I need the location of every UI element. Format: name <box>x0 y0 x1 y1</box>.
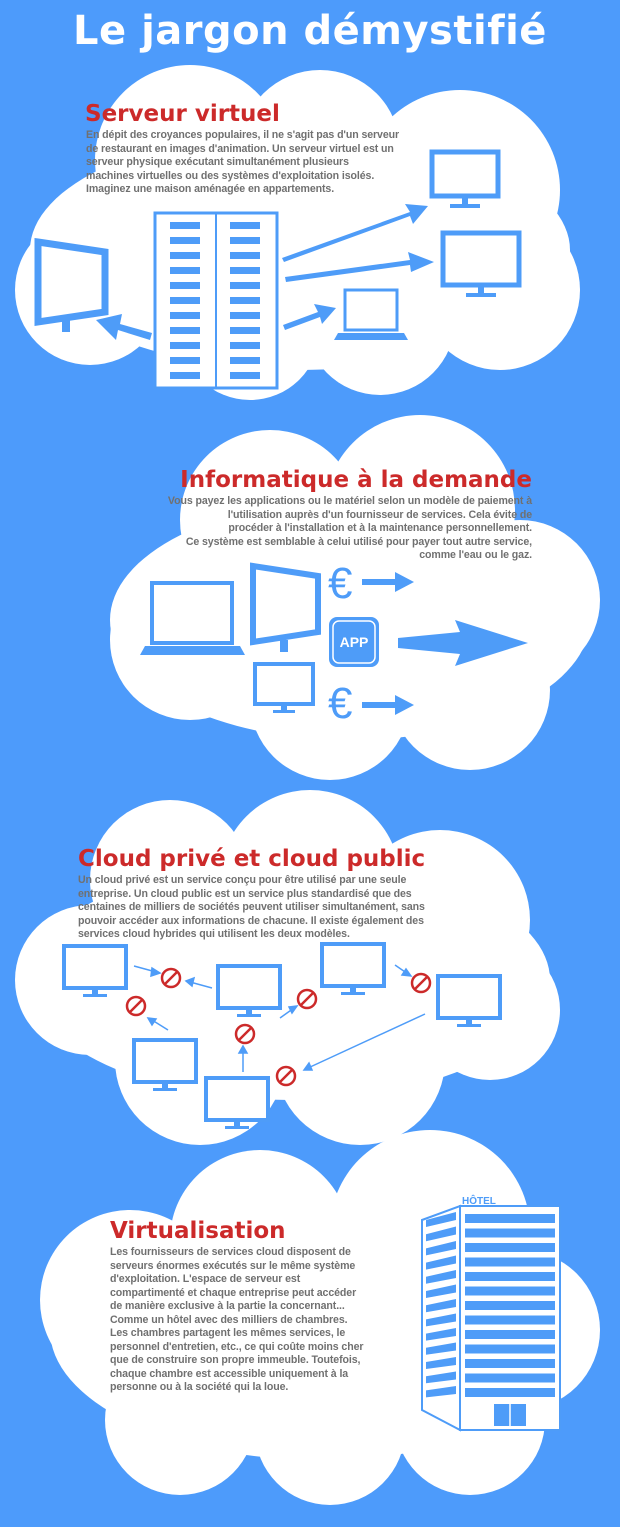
text-line: serveur physique exécutant simultanément… <box>86 156 349 168</box>
monitor-icon <box>250 562 321 652</box>
text-line: de restaurant en images d'animation. Un … <box>86 142 394 155</box>
text-line: centaines de milliers de sociétés peuven… <box>78 901 425 913</box>
text-line: serveurs énormes exécutés sur le même sy… <box>110 1259 356 1272</box>
monitor-right-icon <box>440 230 522 297</box>
section-heading-cloud-prive-public: Cloud privé et cloud public <box>78 846 426 872</box>
text-line: procéder à l'installation et à la mainte… <box>228 522 532 534</box>
text-line: Ce système est semblable à celui utilisé… <box>185 535 532 548</box>
text-line: Vous payez les applications ou le matéri… <box>167 495 532 507</box>
hotel-side-window <box>426 1226 456 1242</box>
hotel-side-window <box>426 1241 456 1256</box>
euro-icon: € <box>328 679 352 728</box>
text-line: que de construire son propre immeuble. T… <box>110 1354 361 1366</box>
laptop-icon <box>140 581 245 655</box>
text-line: Un cloud privé est un service conçu pour… <box>78 874 407 886</box>
text-line: entreprise. Un cloud public est un servi… <box>78 887 412 900</box>
text-line: de manière exclusive à la partie la conc… <box>110 1300 345 1312</box>
arrow-icons <box>133 964 426 1072</box>
text-line: pouvoir accéder aux informations de chac… <box>78 914 424 927</box>
hotel-side-window <box>426 1357 456 1369</box>
hotel-window-row <box>465 1301 555 1310</box>
monitor-small-icon <box>253 662 315 713</box>
hotel-window-row <box>465 1214 555 1223</box>
section-text-virtualisation: Les fournisseurs de services cloud dispo… <box>110 1246 364 1395</box>
hotel-window-row <box>465 1228 555 1238</box>
hotel-side-window <box>426 1328 456 1341</box>
text-line: compartimenté et chaque entreprise peut … <box>110 1286 357 1299</box>
section-text-cloud-prive-public: Un cloud privé est un service conçu pour… <box>78 874 425 942</box>
hotel-side-window <box>426 1371 456 1384</box>
hotel-side-window <box>426 1386 456 1398</box>
hotel-building-icon: HÔTEL <box>421 1194 561 1432</box>
hotel-window-row <box>465 1359 555 1368</box>
arrow-icons <box>96 204 434 340</box>
hotel-window-row <box>465 1344 555 1354</box>
laptop-icon <box>334 288 408 340</box>
text-line: personnel d'entretien, etc., ce qui coût… <box>110 1340 364 1353</box>
text-line: Les fournisseurs de services cloud dispo… <box>110 1246 351 1258</box>
hotel-side-window <box>426 1255 456 1270</box>
text-line: Comme un hôtel avec des milliers de cham… <box>110 1313 348 1326</box>
app-label: APP <box>340 634 369 650</box>
hotel-side-window <box>426 1299 456 1313</box>
app-badge-icon: APP <box>329 617 379 667</box>
euro-icon: € <box>328 559 352 608</box>
hotel-side-window <box>426 1270 456 1284</box>
hotel-window-row <box>465 1257 555 1267</box>
server-rack-icon <box>153 211 279 390</box>
hotel-window-row <box>465 1286 555 1296</box>
text-line: machines virtuelles ou des systèmes d'ex… <box>86 169 375 182</box>
section-heading-informatique-demande: Informatique à la demande <box>180 467 532 493</box>
section-text-serveur-virtuel: En dépit des croyances populaires, il ne… <box>86 129 399 197</box>
informatique-demande-illustration: € € APP <box>140 559 528 728</box>
text-line: services cloud hybrides qui utilisent le… <box>78 928 350 940</box>
text-line: Les chambres partagent les mêmes service… <box>110 1327 346 1339</box>
hotel-window-row <box>465 1373 555 1383</box>
hotel-side-window <box>426 1212 456 1227</box>
hotel-side-window <box>426 1284 456 1298</box>
arrow-icons <box>362 572 528 715</box>
hotel-side-window <box>426 1342 456 1355</box>
hotel-sign: HÔTEL <box>462 1194 496 1207</box>
text-line: comme l'eau ou le gaz. <box>419 549 532 561</box>
text-line: chaque chambre est accessible uniquement… <box>110 1367 349 1380</box>
text-line: l'utilisation auprès d'un fournisseur de… <box>227 508 532 521</box>
text-line: d'exploitation. L'espace de serveur est <box>110 1273 301 1285</box>
section-text-informatique-demande: Vous payez les applications ou le matéri… <box>168 495 532 563</box>
monitor-top-right-icon <box>429 149 501 208</box>
hotel-window-row <box>465 1388 555 1397</box>
serveur-virtuel-illustration <box>34 149 522 390</box>
text-line: En dépit des croyances populaires, il ne… <box>86 129 400 141</box>
hotel-window-row <box>465 1330 555 1339</box>
hotel-window-row <box>465 1315 555 1325</box>
text-line: personne ou à la société qui la loue. <box>110 1381 289 1393</box>
monitor-left-icon <box>34 237 109 332</box>
hotel-side-window <box>426 1313 456 1327</box>
hotel-window-row <box>465 1243 555 1252</box>
text-line: Imaginez une maison aménagée en appartem… <box>86 183 335 195</box>
page-title: Le jargon démystifié <box>73 8 547 54</box>
section-heading-virtualisation: Virtualisation <box>110 1218 286 1244</box>
section-heading-serveur-virtuel: Serveur virtuel <box>85 101 280 127</box>
cloud-prive-public-illustration <box>62 942 502 1131</box>
hotel-window-row <box>465 1272 555 1281</box>
